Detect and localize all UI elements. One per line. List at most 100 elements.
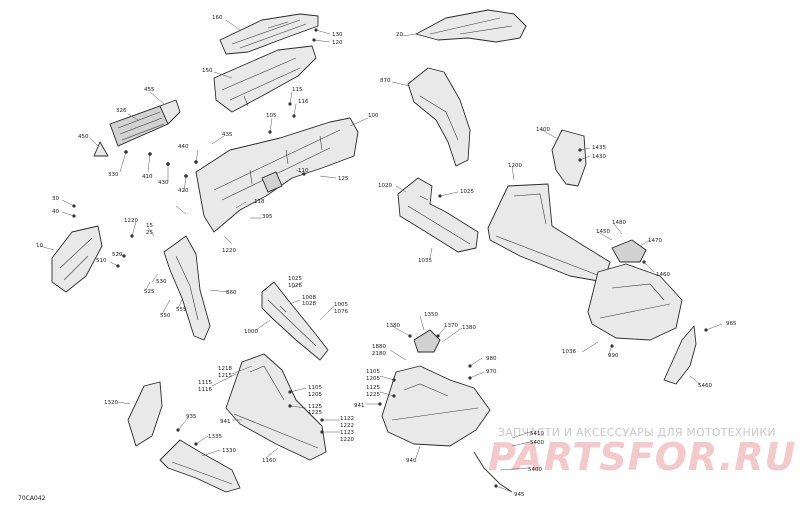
callout-40: 40 [52, 209, 59, 215]
part-5460-mud-guard[interactable] [663, 325, 697, 385]
callout-30: 30 [52, 196, 59, 202]
callout-1380-b: 1380 [462, 325, 476, 331]
callout-940: 940 [406, 458, 417, 464]
part-1200-floor-panel[interactable] [487, 183, 611, 283]
callout-435: 435 [222, 132, 233, 138]
part-1160-floor-pan[interactable] [225, 353, 327, 461]
callout-1035: 1035 [418, 258, 432, 264]
part-10-bumper-left[interactable] [51, 225, 103, 293]
part-5400-cable[interactable] [473, 451, 513, 493]
part-1020-floor-rail[interactable] [397, 177, 479, 253]
callout-520: 520 [112, 252, 123, 258]
callout-395: 395 [262, 214, 273, 220]
callout-1008: 1008 [302, 295, 316, 301]
callout-5410: 5410 [530, 431, 544, 437]
callout-1025: 1025 [460, 189, 474, 195]
callout-1105-b: 1105 [366, 369, 380, 375]
callout-1400: 1400 [536, 127, 550, 133]
callout-5460: 5460 [698, 383, 712, 389]
callout-5400-b: 5400 [528, 467, 542, 473]
callout-420: 420 [178, 188, 189, 194]
callout-1116: 1116 [198, 387, 212, 393]
callout-1215: 1215 [218, 373, 232, 379]
callout-116: 116 [298, 99, 309, 105]
part-1350-bracket[interactable] [413, 329, 441, 353]
callout-980: 980 [486, 356, 497, 362]
callout-1036: 1036 [562, 349, 576, 355]
callout-1218: 1218 [218, 366, 232, 372]
callout-160: 160 [212, 15, 223, 21]
callout-935: 935 [186, 414, 197, 420]
callout-1225-b: 1225 [366, 392, 380, 398]
callout-440: 440 [178, 144, 189, 150]
callout-555: 555 [176, 307, 187, 313]
callout-1200: 1200 [508, 163, 522, 169]
callout-941-a: 941 [220, 419, 231, 425]
callout-1026: 1026 [288, 283, 302, 289]
callout-530: 530 [156, 279, 167, 285]
callout-120: 120 [332, 40, 343, 46]
callout-130: 130 [332, 32, 343, 38]
callout-1115: 1115 [198, 380, 212, 386]
callout-1205-b: 1205 [366, 376, 380, 382]
callout-125: 125 [338, 176, 349, 182]
part-150-console-tray[interactable] [213, 45, 317, 113]
callout-1123: 1123 [340, 430, 354, 436]
part-935-floor-frame[interactable] [159, 439, 241, 493]
callout-970: 970 [486, 369, 497, 375]
part-870-fender[interactable] [407, 67, 471, 167]
callout-550: 550 [160, 313, 171, 319]
part-450-cap[interactable] [93, 141, 109, 157]
callout-1205: 1205 [308, 392, 322, 398]
callout-941-b: 941 [354, 403, 365, 409]
callout-1350: 1350 [424, 312, 438, 318]
part-1320-left-guard[interactable] [127, 381, 163, 447]
callout-990: 990 [608, 353, 619, 359]
fasteners [72, 28, 708, 488]
callout-1450: 1450 [596, 229, 610, 235]
part-455-trim[interactable] [159, 99, 181, 125]
callout-10: 10 [36, 243, 43, 249]
part-1036-floor-tub[interactable] [587, 263, 683, 341]
callout-1000: 1000 [244, 329, 258, 335]
callout-1125: 1125 [308, 404, 322, 410]
callout-525: 525 [144, 289, 155, 295]
callout-1220-c: 1220 [340, 437, 354, 443]
callout-2180: 2180 [372, 351, 386, 357]
callout-115: 115 [292, 87, 303, 93]
callout-100: 100 [368, 113, 379, 119]
callout-410: 410 [142, 174, 153, 180]
diagram-code: 70CA042 [18, 495, 46, 502]
callout-150: 150 [202, 68, 213, 74]
part-550-side-support[interactable] [163, 235, 211, 341]
callout-1125-b: 1125 [366, 385, 380, 391]
callout-5400: 5400 [530, 440, 544, 446]
callout-1076: 1076 [334, 309, 348, 315]
callout-1470: 1470 [648, 238, 662, 244]
callout-110: 110 [298, 168, 309, 174]
part-940-floor-pan[interactable] [381, 365, 491, 447]
part-20-hood[interactable] [415, 9, 527, 43]
callout-1020: 1020 [378, 183, 392, 189]
part-1000-floor-bracket[interactable] [261, 281, 329, 361]
callout-870: 870 [380, 78, 391, 84]
callout-1225: 1225 [308, 410, 322, 416]
callout-1220-a: 1220 [222, 248, 236, 254]
callout-1380-a: 1380 [386, 323, 400, 329]
callout-25: 25 [146, 230, 153, 236]
part-1450-bracket[interactable] [611, 239, 647, 263]
callout-1320: 1320 [104, 400, 118, 406]
callout-labels: 160 130 120 150 115 116 105 100 20 870 4… [36, 15, 737, 498]
part-100-dashboard[interactable] [195, 117, 359, 233]
callout-1222: 1222 [340, 423, 354, 429]
callout-1370: 1370 [444, 323, 458, 329]
callout-1105: 1105 [308, 385, 322, 391]
callout-1122: 1122 [340, 416, 354, 422]
part-1400-rear-upright[interactable] [551, 129, 587, 187]
callout-510: 510 [96, 258, 107, 264]
callout-1160: 1160 [262, 458, 276, 464]
watermark-logo: PARTSFOR.RU [488, 435, 796, 479]
part-160-console-cover[interactable] [219, 13, 319, 55]
